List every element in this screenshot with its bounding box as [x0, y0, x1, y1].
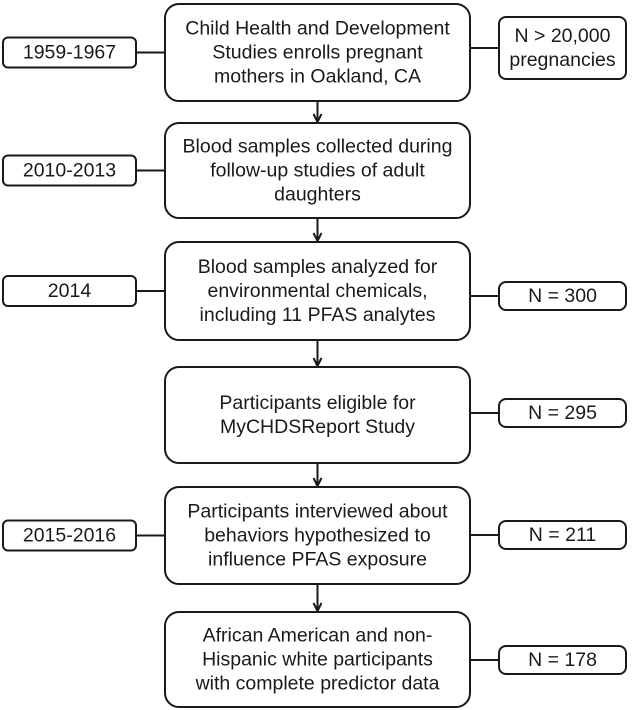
count-box — [498, 645, 627, 675]
count-box — [498, 520, 627, 550]
step-description-line: Studies enrolls pregnant — [212, 42, 423, 64]
step-description-line: Blood samples analyzed for — [198, 256, 438, 278]
step-final-sample: African American and non-Hispanic white … — [164, 611, 627, 708]
step-description-line: African American and non- — [203, 625, 433, 647]
step-description-line: with complete predictor data — [195, 673, 440, 695]
count-label: N = 211 — [529, 524, 596, 546]
date-box — [2, 154, 137, 187]
step-blood-analysis: Blood samples analyzed forenvironmental … — [2, 241, 627, 341]
date-label: 2010-2013 — [23, 160, 116, 182]
step-description-line: including 11 PFAS analytes — [200, 304, 436, 326]
step-description-line: Participants interviewed about — [187, 501, 448, 523]
step-description-line: Hispanic white participants — [202, 649, 433, 671]
step-description-line: Blood samples collected during — [183, 136, 453, 158]
date-label: 2014 — [48, 280, 92, 302]
count-label: N = 178 — [528, 649, 597, 671]
step-box — [164, 241, 471, 341]
count-label: N > 20,000 — [515, 25, 611, 47]
date-box — [2, 519, 137, 552]
date-box — [2, 36, 137, 69]
date-box — [2, 275, 137, 307]
step-box — [164, 611, 471, 708]
step-description-line: mothers in Oakland, CA — [214, 66, 421, 88]
step-blood-collection: Blood samples collected duringfollow-up … — [2, 122, 471, 219]
count-box — [498, 398, 627, 428]
step-description-line: daughters — [274, 184, 361, 206]
count-box — [498, 281, 627, 311]
count-label: N = 300 — [528, 285, 597, 307]
count-label: N = 295 — [528, 402, 597, 424]
step-box — [164, 366, 471, 464]
step-description-line: Participants eligible for — [219, 392, 416, 414]
step-description-line: Child Health and Development — [185, 18, 450, 40]
step-interviewed: Participants interviewed aboutbehaviors … — [2, 486, 627, 585]
step-description-line: influence PFAS exposure — [208, 549, 427, 571]
count-box — [498, 16, 627, 80]
step-description-line: follow-up studies of adult — [210, 160, 425, 182]
step-box — [164, 122, 471, 219]
step-description-line: MyCHDSReport Study — [220, 416, 415, 438]
date-label: 1959-1967 — [23, 42, 116, 64]
step-box — [164, 486, 471, 585]
step-description-line: behaviors hypothesized to — [204, 525, 431, 547]
step-description-line: environmental chemicals, — [207, 280, 427, 302]
date-label: 2015-2016 — [23, 525, 116, 547]
step-box — [164, 3, 471, 102]
count-label: pregnancies — [509, 49, 615, 71]
connectors — [136, 47, 499, 661]
